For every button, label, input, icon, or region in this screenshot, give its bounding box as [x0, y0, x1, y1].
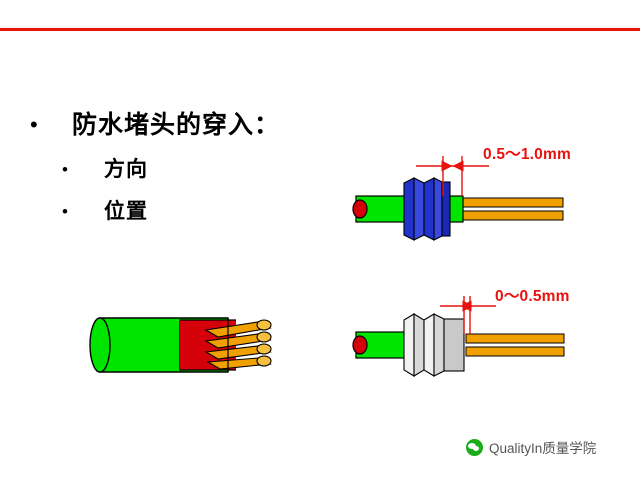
blue-waterproof-seal-figure	[352, 156, 564, 241]
bullet-marker: •	[62, 202, 68, 221]
watermark-text: QualityIn质量学院	[489, 441, 597, 456]
bullet-level2-text: 方向	[104, 158, 148, 181]
bullet-level2-text: 位置	[104, 200, 148, 223]
bullet-level2-direction: • 方向	[62, 155, 148, 185]
top-divider-rule	[0, 28, 640, 31]
wechat-logo-icon	[466, 438, 483, 456]
dimension-label-top: 0.5～1.0mm	[483, 146, 571, 163]
watermark: QualityIn质量学院	[466, 437, 596, 457]
cable-cutaway-figure	[89, 317, 272, 373]
grey-waterproof-seal-figure	[352, 296, 565, 377]
dimension-label-bottom: 0～0.5mm	[495, 288, 570, 305]
bullet-marker: •	[30, 112, 38, 137]
bullet-level1: • 防水堵头的穿入：	[30, 108, 280, 142]
bullet-level2-position: • 位置	[62, 197, 148, 227]
bullet-level1-text: 防水堵头的穿入：	[72, 111, 281, 139]
bullet-marker: •	[62, 160, 68, 179]
